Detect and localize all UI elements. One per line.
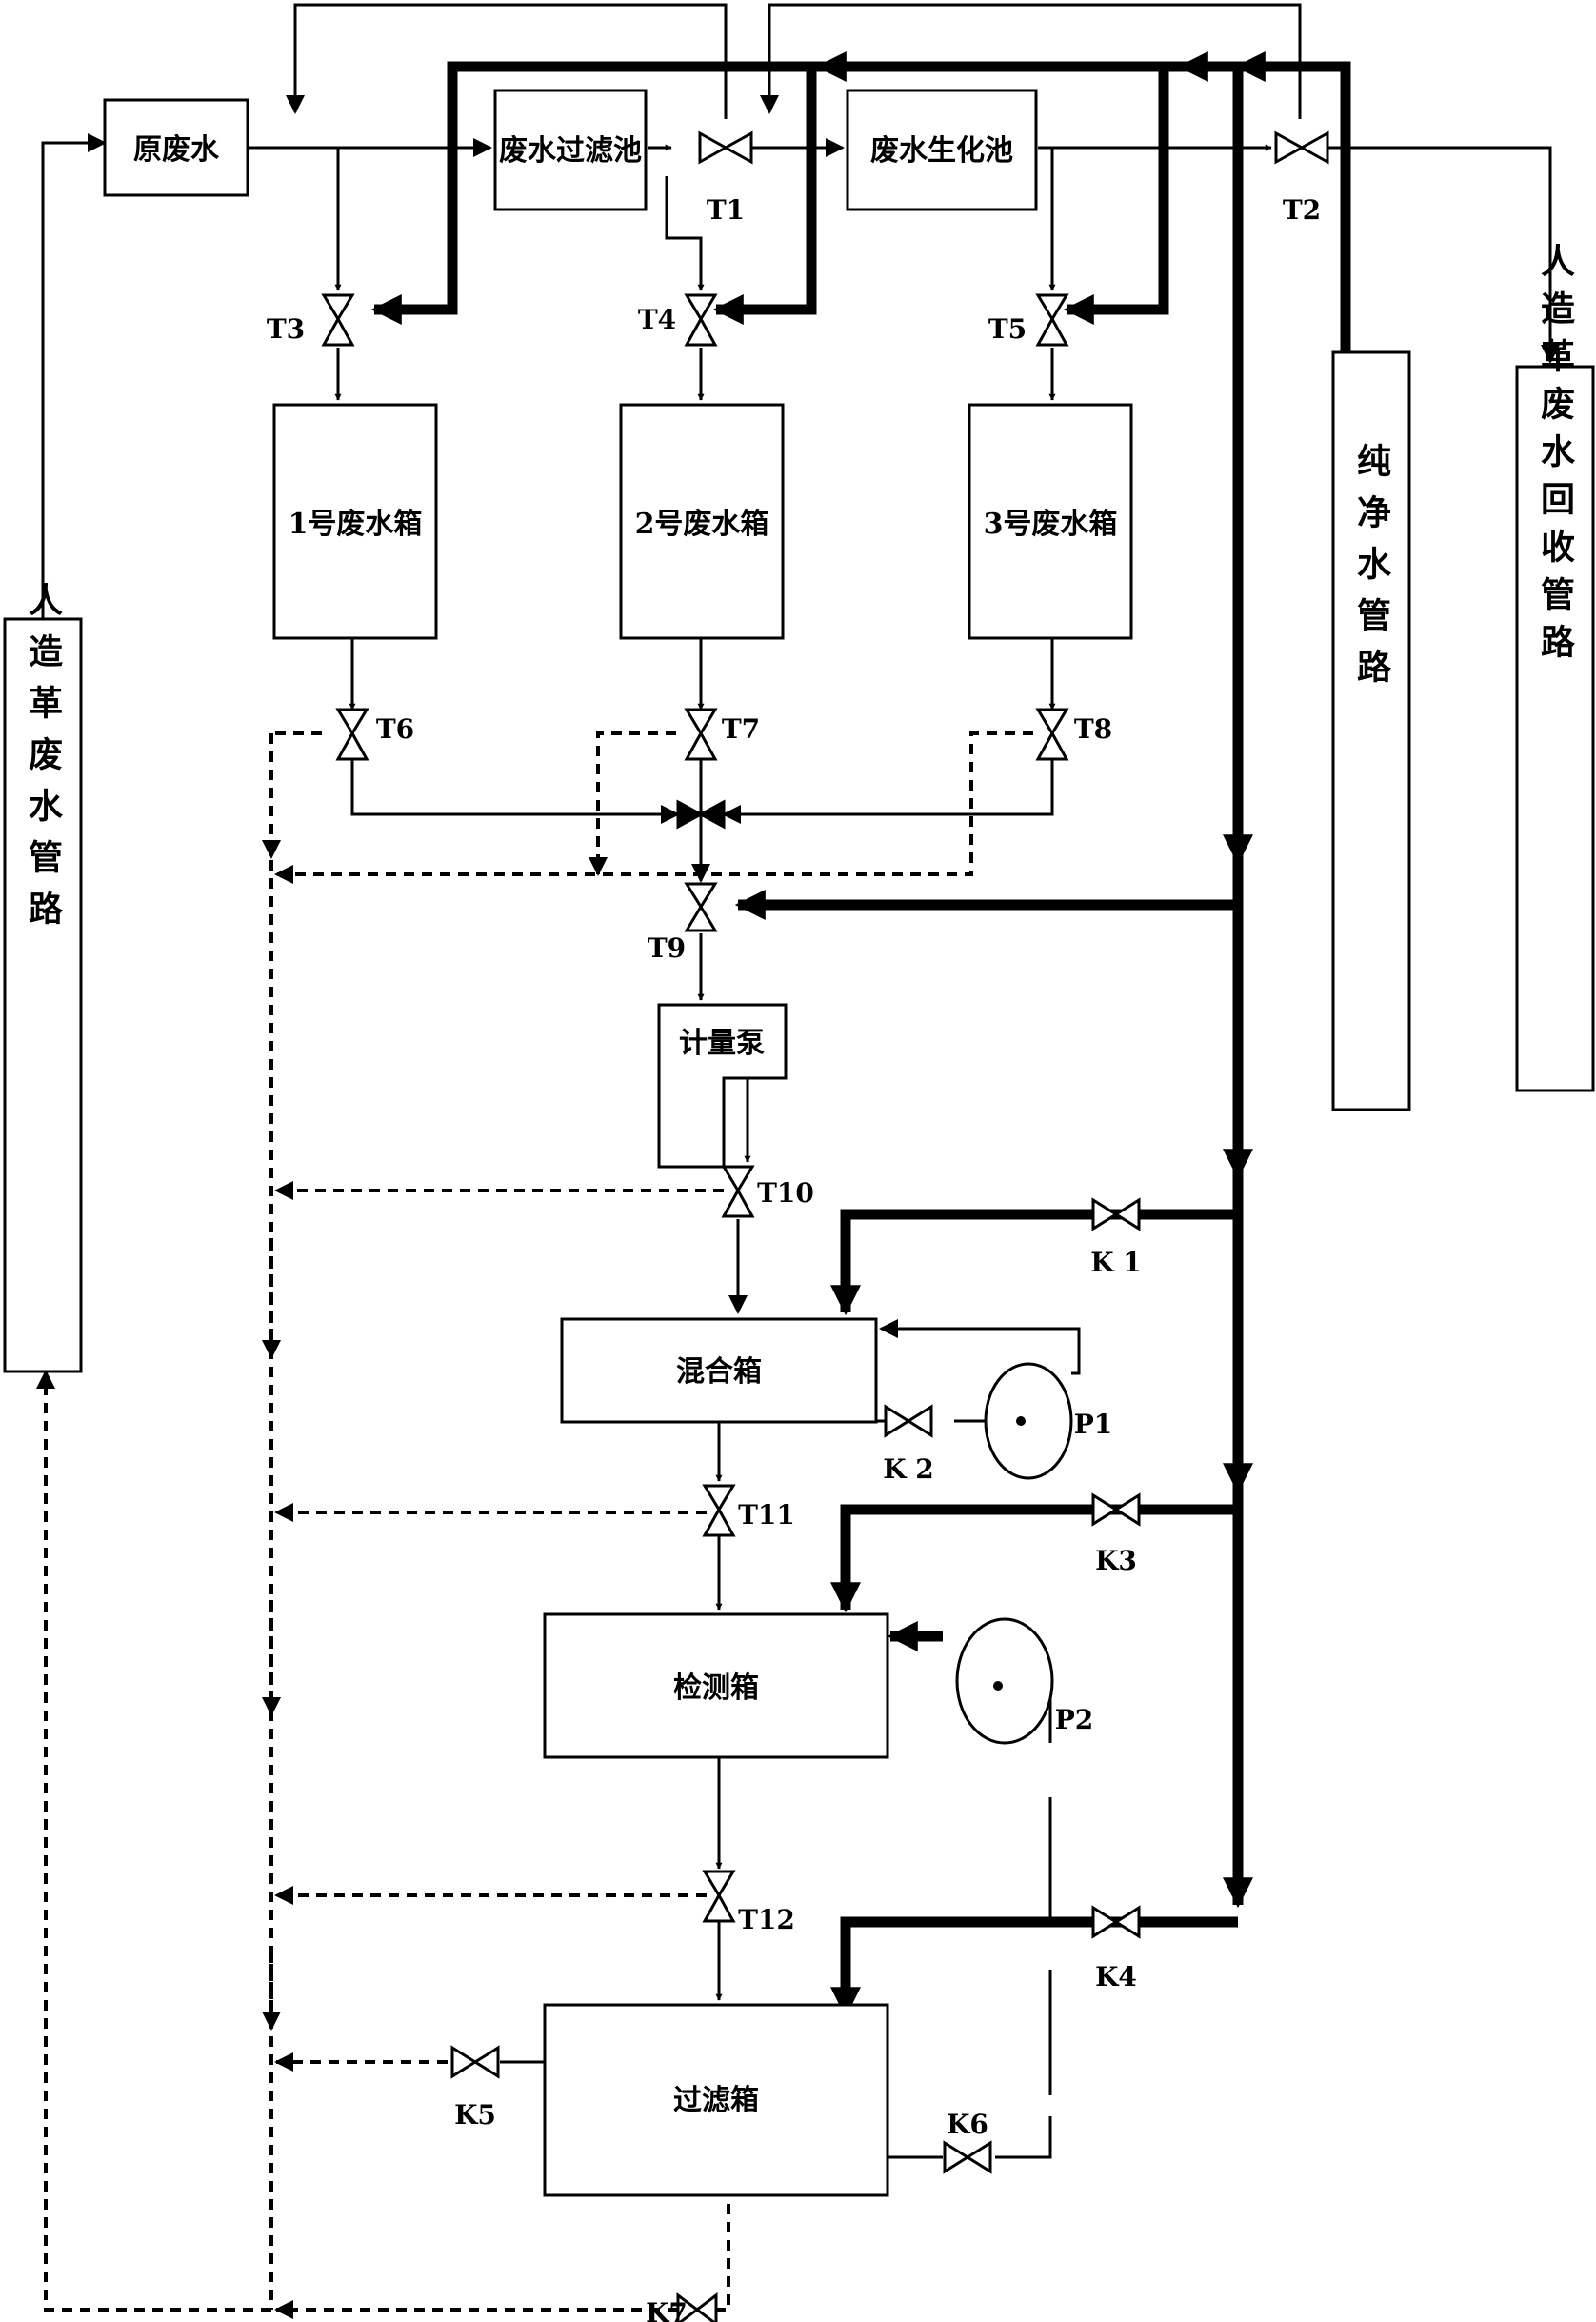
metering-pump-label: 计量泵 [679,1027,765,1060]
filter-pool-label: 废水过滤池 [499,134,642,168]
valve-t12[interactable]: T12 [702,1870,795,1935]
valve-k7-label: K7 [646,2297,688,2322]
detection-tank-box [543,1612,889,1759]
valve-t6[interactable]: T6 [335,708,414,761]
valve-t2-label: T2 [1283,194,1321,226]
metering-pump-box [657,1003,788,1169]
valve-t1[interactable]: T1 [698,130,753,226]
valve-k2[interactable]: K 2 [883,1404,934,1485]
valve-t3-label: T3 [267,313,305,345]
tank-2-label: 2号废水箱 [635,508,769,541]
leather-wastewater-pipeline-box [3,617,83,1373]
valve-t5[interactable]: T5 [988,293,1069,347]
valve-t11-label: T11 [738,1499,795,1531]
valve-k3-label: K3 [1095,1545,1137,1576]
valve-t7[interactable]: T7 [684,708,760,761]
valve-t11[interactable]: T11 [702,1484,795,1537]
valve-t2[interactable]: T2 [1274,130,1329,226]
filter-tank-label: 过滤箱 [673,2084,759,2117]
pump-p1[interactable]: P1 [984,1362,1113,1480]
valve-k2-label: K 2 [883,1453,934,1485]
valve-k4[interactable]: K4 [1091,1905,1141,1992]
mixing-tank-label: 混合箱 [676,1355,762,1389]
biochem-pool-label: 废水生化池 [870,134,1013,168]
valve-k3[interactable]: K3 [1091,1492,1141,1576]
valve-t7-label: T7 [722,713,760,745]
valve-k6[interactable]: K6 [943,2109,992,2174]
valve-t3[interactable]: T3 [267,293,355,347]
tank-2-box [619,403,785,640]
valve-t10[interactable]: T10 [721,1165,814,1218]
filter-tank-box [543,2003,889,2197]
valve-k1-label: K 1 [1090,1247,1142,1278]
valve-t4[interactable]: T4 [638,293,718,347]
valve-k7[interactable]: K7 [646,2292,718,2322]
valve-k4-label: K4 [1095,1961,1137,1992]
tank-1-label: 1号废水箱 [289,508,423,541]
valve-t4-label: T4 [638,304,676,335]
valve-k5-label: K5 [454,2099,496,2131]
tank-1-box [272,403,438,640]
valve-k6-label: K6 [947,2109,988,2140]
junction-valve [676,799,726,830]
process-pipes [41,3,1560,2159]
valve-t5-label: T5 [988,313,1027,345]
tank-3-label: 3号废水箱 [984,508,1118,541]
valve-k1[interactable]: K 1 [1090,1197,1142,1278]
pump-p2-label: P2 [1055,1704,1094,1735]
pump-p1-label: P1 [1074,1409,1113,1440]
recovery-pipeline-box [1515,365,1595,1092]
tank-3-box [968,403,1133,640]
raw-wastewater-box [103,98,249,197]
valve-t9-label: T9 [648,932,686,964]
valve-k5[interactable]: K5 [450,2045,500,2131]
recovery-pipeline-label: 人造革废水回收管路 [1535,243,1575,671]
valve-t12-label: T12 [738,1904,795,1935]
valve-t9[interactable]: T9 [648,882,718,964]
biochem-pool-box [846,89,1038,211]
drain-pipes [36,731,1033,2319]
pure-water-pipeline-box [1331,350,1411,1111]
valve-t6-label: T6 [376,713,414,745]
valve-t10-label: T10 [757,1177,814,1209]
filter-pool-box [493,89,648,211]
detection-tank-label: 检测箱 [673,1671,759,1705]
mixing-tank-box [560,1317,878,1424]
valve-t8[interactable]: T8 [1035,708,1112,761]
leather-wastewater-pipeline-label: 人造革废水管路 [23,582,63,942]
pure-water-pipeline-label: 纯净水管路 [1351,443,1391,700]
valve-t8-label: T8 [1074,713,1112,745]
raw-wastewater-label: 原废水 [133,133,220,167]
valve-t1-label: T1 [707,194,745,226]
pump-p2[interactable]: P2 [955,1617,1094,1745]
